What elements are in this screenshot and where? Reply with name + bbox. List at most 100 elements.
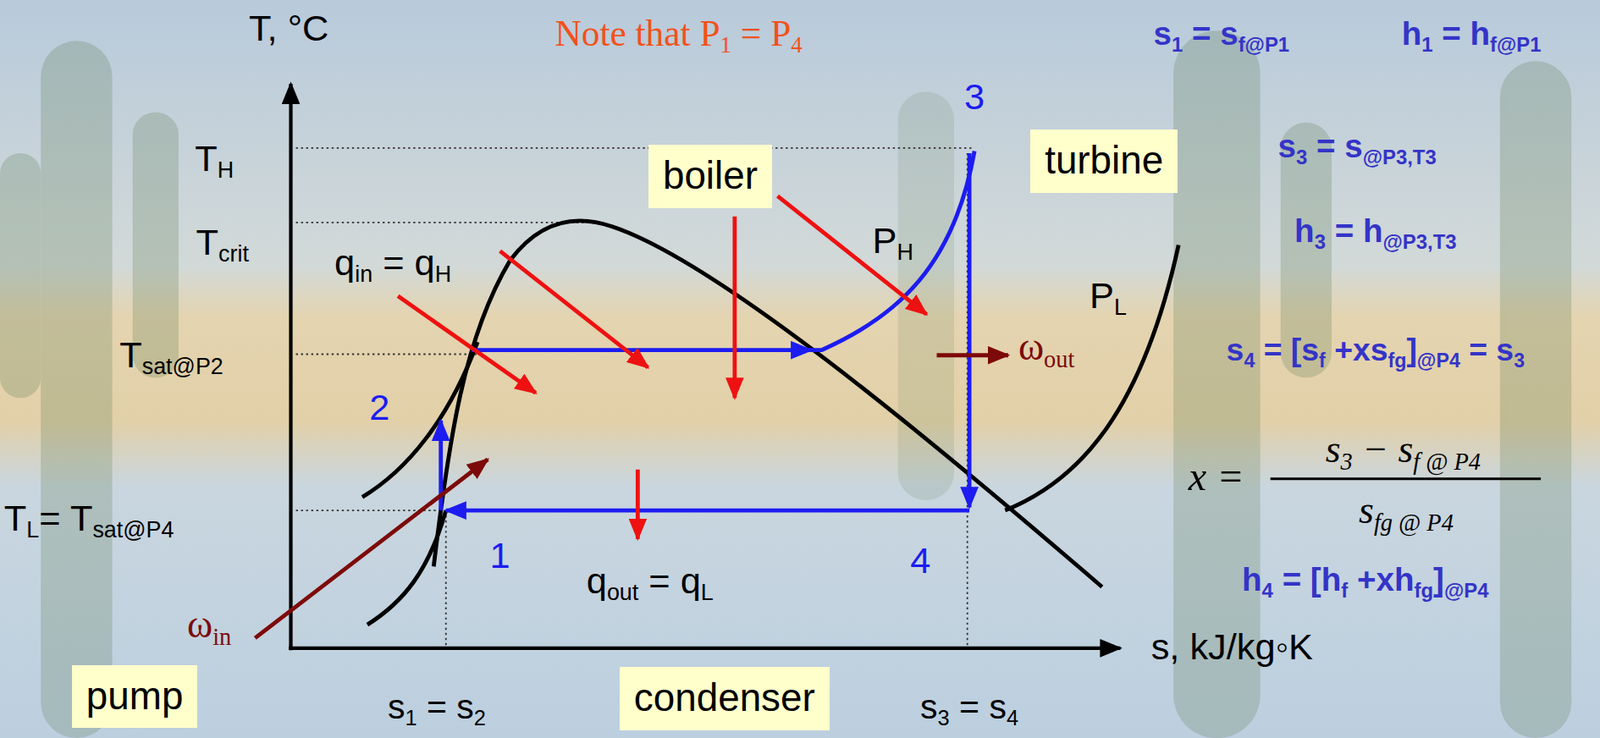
text-part: 3 (1314, 229, 1326, 253)
text-part: = P (731, 12, 791, 54)
state-number: 2 (369, 386, 390, 430)
pressure-label: PL (1089, 275, 1127, 322)
text-part: T, °C (248, 7, 329, 49)
text-part: = q (638, 560, 701, 602)
text-part: f@P1 (1489, 33, 1542, 56)
cactus-backdrop (0, 30, 1572, 738)
axis-title: s, kJ/kg◦K (1151, 626, 1314, 669)
text-part: out (1043, 347, 1075, 374)
text-part: h (1241, 561, 1263, 598)
temperature-label: Tcrit (196, 221, 249, 269)
text-part: = s (1182, 15, 1238, 52)
text-part: in (212, 624, 232, 652)
text-part: s (1226, 331, 1245, 368)
work-arrow (254, 459, 488, 639)
text-part: = s (417, 687, 475, 727)
text-part: H (435, 262, 452, 288)
text-part: f @ P4 (1412, 448, 1481, 475)
text-part: x = (1188, 453, 1245, 499)
text-part: − s (1352, 427, 1414, 471)
text-part: ] (1406, 331, 1417, 368)
text-part: 4 (1006, 706, 1019, 730)
component-name: boiler (662, 154, 758, 199)
text-part: h (1294, 212, 1315, 249)
heat-arrow (635, 469, 640, 540)
text-part: s (1358, 488, 1374, 532)
text-part: s (920, 687, 938, 727)
text-part: s (1325, 427, 1341, 471)
text-part: 1 (1421, 33, 1433, 56)
dotted-guide (296, 353, 479, 356)
state-number: 4 (910, 540, 931, 583)
text-part: sat@P2 (142, 353, 224, 380)
state-equation: s1 = sf@P1 (1153, 15, 1290, 56)
text-part: 4 (910, 540, 931, 581)
text-part: = [h (1273, 561, 1341, 598)
text-part: T (194, 137, 218, 179)
component-name: turbine (1044, 138, 1164, 184)
text-part: L (1114, 294, 1127, 320)
text-part: H (217, 158, 234, 184)
work-arrow (937, 353, 1009, 358)
boiling-process (471, 347, 812, 353)
dotted-guide (296, 147, 976, 149)
turbine-process (967, 153, 972, 508)
text-part: f@P1 (1238, 33, 1291, 56)
text-part: = h (1325, 212, 1384, 249)
text-part: fg (1388, 349, 1407, 372)
text-part: @P3,T3 (1382, 229, 1457, 253)
temperature-axis (288, 83, 293, 651)
text-part: @P4 (1417, 349, 1461, 372)
text-part: 1 (720, 33, 732, 59)
temperature-label: TL= Tsat@P4 (4, 496, 175, 544)
text-part: 2 (474, 706, 486, 730)
text-part: = q (372, 242, 436, 283)
text-part: ω (1018, 325, 1044, 370)
isobar-curve (362, 342, 478, 497)
temperature-label: TH (194, 137, 234, 185)
text-part: ] (1433, 561, 1445, 598)
axes (288, 83, 1120, 651)
component-tag: pump (71, 665, 198, 729)
text-part: H (896, 239, 913, 265)
text-part: = s (1460, 331, 1514, 368)
superheat-process (805, 151, 975, 351)
fraction-bar (1270, 477, 1541, 480)
text-part: Note that P (554, 12, 720, 54)
work-arrows (254, 355, 1009, 639)
text-part: fg (1413, 579, 1434, 602)
state-equation: h4 = [hf +xhfg]@P4 (1241, 561, 1489, 602)
text-part: fg @ P4 (1373, 510, 1454, 537)
text-part: = [s (1254, 331, 1319, 368)
isobar-curve (367, 510, 447, 625)
condenser-process (446, 508, 970, 514)
entropy-label: s1 = s2 (387, 687, 486, 731)
text-part: sat@P4 (92, 517, 174, 543)
text-part: f (1340, 579, 1348, 602)
saturation-dome (433, 220, 1103, 588)
temperature-label: Tsat@P2 (119, 334, 224, 381)
state-equation: s3 = s@P3,T3 (1278, 127, 1437, 169)
state-equation: h3 = h@P3,T3 (1294, 212, 1457, 254)
state-number: 1 (490, 535, 511, 578)
text-part: q (334, 242, 355, 283)
cactus-trunk (1500, 60, 1572, 738)
text-part: 1 (490, 535, 511, 576)
note-text: Note that P1 = P4 (554, 12, 802, 60)
text-part: 4 (1243, 349, 1255, 372)
text-part: s (1153, 15, 1171, 52)
text-part: 1 (1171, 33, 1183, 56)
fraction-numerator: s3 − sf @ P4 (1325, 427, 1481, 477)
text-part: 3 (1340, 448, 1353, 475)
text-part: P (872, 220, 898, 261)
text-part: 4 (1262, 579, 1274, 602)
isobar-curve (1004, 244, 1179, 511)
pressure-label: PH (872, 220, 914, 267)
text-part: = s (1307, 127, 1363, 165)
text-part: = T (38, 496, 93, 538)
text-part: 4 (790, 33, 802, 59)
work-label: ωout (1018, 325, 1075, 376)
text-part: f (1318, 349, 1326, 372)
